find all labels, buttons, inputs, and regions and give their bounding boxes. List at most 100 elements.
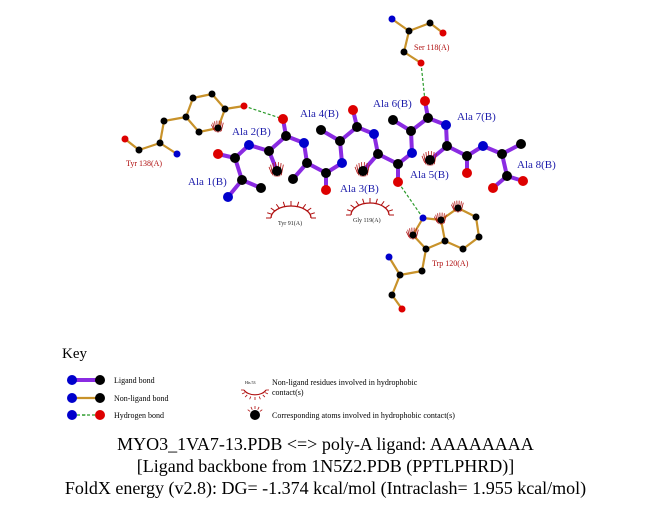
atoms [121, 15, 528, 313]
nitrogen-atom [419, 214, 427, 222]
hydrophobic-arc-spike [296, 201, 300, 207]
carbon-atom [352, 122, 362, 132]
carbon-atom [497, 149, 507, 159]
hydrophobic-arc-spike [306, 207, 312, 212]
residue-label-ala2: Ala 2(B) [232, 126, 271, 138]
hydrophobic-arc-spike [244, 394, 248, 398]
hydrophobic-spike [257, 406, 260, 410]
carbon-atom [373, 149, 383, 159]
hydrophobic-spike [415, 229, 419, 239]
carbon-atom [406, 126, 416, 136]
oxygen-atom [462, 168, 472, 178]
carbon-atom [459, 245, 467, 253]
carbon-atom [393, 159, 403, 169]
carbon-atom [264, 146, 274, 156]
hydrophobic-spike [270, 164, 274, 176]
hydrophobic-spike [354, 166, 359, 174]
hydrophobic-spike [356, 164, 360, 176]
key-hydrophobic-residues-label: Non-ligand residues involved in hydropho… [272, 378, 418, 387]
residue-label-ala5: Ala 5(B) [410, 169, 449, 181]
key-hydrogen-bond-label: Hydrogen bond [114, 411, 164, 420]
non-ligand-bond [163, 115, 187, 123]
carbon-atom [335, 136, 345, 146]
residue-label-gly119: Gly 119(A) [353, 217, 381, 224]
hydrophobic-spike [210, 124, 215, 131]
carbon-atom [272, 166, 282, 176]
hydrogen-bond [243, 105, 284, 120]
hydrophobic-arc-spike [350, 204, 355, 209]
oxygen-atom [213, 149, 223, 159]
hydrophobic-arc-spike [309, 212, 315, 215]
carbon-atom [221, 105, 229, 113]
carbon-atom [316, 125, 326, 135]
carbon-atom [160, 117, 168, 125]
non-ligand-bond [138, 141, 161, 152]
residue-label-ala4: Ala 4(B) [300, 108, 339, 120]
carbon-atom [423, 113, 433, 123]
carbon-atom [358, 166, 368, 176]
hydrophobic-arc-spike [302, 203, 307, 209]
hydrophobic-spike [268, 166, 273, 174]
hydrophobic-arc-spike [241, 392, 245, 395]
hydrophobic-spike [366, 164, 370, 176]
residue-label-ala7: Ala 7(B) [457, 111, 496, 123]
hydrophobic-spike [259, 409, 263, 412]
carbon-atom [214, 124, 222, 132]
key-hydrophobic-residue: His 53 Non-ligand residues involved in h… [241, 378, 418, 400]
hydrophobic-spike [220, 122, 224, 132]
hydrophobic-spike [423, 153, 427, 165]
hydrophobic-arc-spike [258, 396, 261, 400]
nitrogen-atom [369, 129, 379, 139]
nitrogen-atom [244, 140, 254, 150]
key-ligand-bond: Ligand bond [67, 375, 155, 385]
hydrophobic-spike [247, 409, 251, 412]
carbon-atom [396, 271, 404, 279]
nitrogen-atom [385, 253, 393, 261]
oxygen-atom [393, 177, 403, 187]
key-example-residue: His 53 [245, 380, 256, 385]
key-non-ligand-bond: Non-ligand bond [67, 393, 168, 403]
nitrogen-atom [407, 148, 417, 158]
hydrophobic-spike [433, 216, 438, 223]
carbon-atom [409, 231, 417, 239]
carbon-atom [230, 153, 240, 163]
carbon-atom [441, 237, 449, 245]
hydrophobic-spike [212, 122, 216, 132]
oxygen-atom [348, 105, 358, 115]
hydrophobic-spike [250, 406, 253, 410]
hydrogen-bond [397, 181, 424, 219]
non-ligand-bond [158, 120, 166, 144]
oxygen-atom [321, 185, 331, 195]
carbon-atom [425, 155, 435, 165]
hydrogen-bonds [243, 62, 426, 219]
hydrophobic-spike [280, 164, 284, 176]
key-hydrophobic-atom: Corresponding atoms involved in hydropho… [247, 406, 455, 420]
hydrogen-bond [420, 62, 426, 102]
nitrogen-atom [337, 158, 347, 168]
hydrophobic-spike [452, 202, 456, 212]
carbon-atom [135, 146, 143, 154]
caption-line-2: [Ligand backbone from 1N5Z2.PDB (PPTLPHR… [136, 456, 515, 476]
nitrogen-atom [388, 15, 396, 23]
residue-label-ala3: Ala 3(B) [340, 183, 379, 195]
carbon-atom [156, 139, 164, 147]
key-title: Key [62, 346, 87, 362]
hydrophobic-arc-spike [267, 212, 273, 215]
carbon-atom [422, 245, 430, 253]
nitrogen-atom [299, 138, 309, 148]
caption-line-1: MYO3_1VA7-13.PDB <=> poly-A ligand: AAAA… [117, 434, 534, 454]
carbon-atom [237, 175, 247, 185]
carbon-atom [302, 158, 312, 168]
oxygen-atom [439, 29, 447, 37]
hydrophobic-arc-spike [270, 207, 276, 212]
hydrophobic-spike [450, 204, 455, 211]
carbon-atom [437, 216, 445, 224]
carbon-atom [208, 90, 216, 98]
carbon-atom [516, 139, 526, 149]
carbon-atom [321, 168, 331, 178]
residue-label-ala1: Ala 1(B) [188, 176, 227, 188]
carbon-atom [454, 204, 462, 212]
key-hydrophobic-residues-label-2: contact(s) [272, 388, 304, 397]
non-ligand-bond [402, 30, 411, 53]
hydrophobic-spike [421, 155, 426, 163]
